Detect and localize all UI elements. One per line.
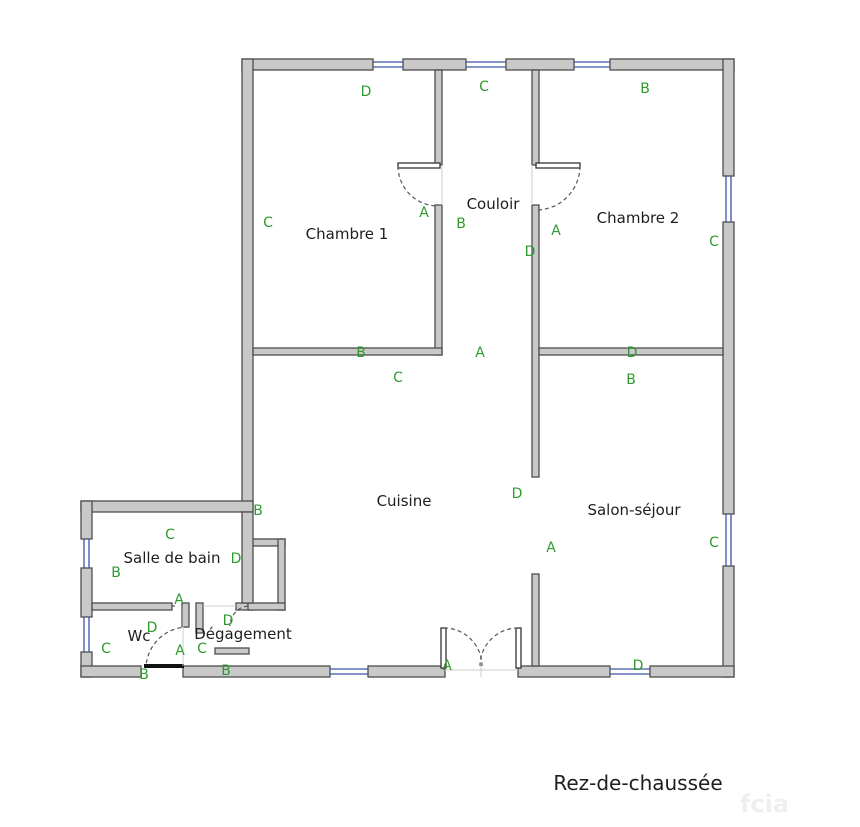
wall-letter-sdb-bottom: A xyxy=(174,592,184,608)
wall-bottom-3 xyxy=(367,665,446,678)
wall-letter-ch2-top: B xyxy=(640,81,650,97)
wall-letter-cuisine-top: C xyxy=(393,370,403,386)
wall-top-3 xyxy=(505,58,575,71)
wall-bottom-5 xyxy=(649,665,735,678)
wall-letter-sdb-top: C xyxy=(165,527,175,543)
room-label-chambre1: Chambre 1 xyxy=(306,225,389,243)
wall-sdb-right xyxy=(241,511,254,604)
door-wc-swing xyxy=(145,626,189,669)
wall-letter-ch2-right: C xyxy=(709,234,719,250)
wall-top-4 xyxy=(609,58,735,71)
wall-sdb-bottom xyxy=(91,602,173,611)
wall-annex-left-2 xyxy=(80,567,93,618)
room-label-salon: Salon-séjour xyxy=(587,501,681,519)
wall-closet-right xyxy=(277,538,286,611)
wall-letter-couloir-left: B xyxy=(456,216,466,232)
room-label-chambre2: Chambre 2 xyxy=(597,209,680,227)
exterior-walls xyxy=(80,58,735,678)
wall-closet-bottom xyxy=(247,602,286,611)
windows xyxy=(83,61,732,675)
room-label-salle-de-bain: Salle de bain xyxy=(124,549,221,567)
wall-letter-salon-left: A xyxy=(546,540,556,556)
wall-chambre2-left-lower xyxy=(531,204,540,478)
wall-chambre2-left-upper xyxy=(531,69,540,166)
wall-top-1 xyxy=(241,58,374,71)
interior-walls xyxy=(91,69,724,667)
wall-chambre1-right-upper xyxy=(434,69,443,166)
wall-letter-couloir-top: C xyxy=(479,79,489,95)
door-entrance-right-swing xyxy=(479,627,519,667)
wall-chambre2-bottom xyxy=(538,347,724,356)
wall-letter-ch2-bottom: D xyxy=(627,345,638,361)
wall-letter-cuisine-right: D xyxy=(512,486,523,502)
door-wc-leaf xyxy=(144,664,184,668)
room-label-wc: Wc xyxy=(127,627,150,645)
wall-bottom-4 xyxy=(517,665,611,678)
wall-letter-cuisine-bottom: A xyxy=(442,658,452,674)
door-chambre2-leaf xyxy=(535,162,581,169)
room-label-cuisine: Cuisine xyxy=(377,492,432,510)
wall-right-1 xyxy=(722,58,735,177)
doors xyxy=(144,162,581,677)
wall-deg-top xyxy=(195,602,204,634)
watermark: fcia xyxy=(740,790,789,818)
wall-top-2 xyxy=(402,58,467,71)
wall-letter-wc-left: C xyxy=(101,641,111,657)
room-label-couloir: Couloir xyxy=(467,195,521,213)
wall-letter-sdb-right: D xyxy=(231,551,242,567)
wall-bottom-2 xyxy=(182,665,331,678)
wall-letter-wc-right: A xyxy=(175,643,185,659)
wall-letters: D C A B C B D A B A C D C B D A B A C D … xyxy=(101,79,719,683)
door-chambre2-swing xyxy=(535,165,581,211)
wall-letter-ch1-bottom: B xyxy=(356,345,366,361)
wall-letter-wc-top: D xyxy=(147,620,158,636)
wall-annex-left-1 xyxy=(80,500,93,540)
wall-letter-wc-bottom: B xyxy=(139,667,149,683)
wall-chambre1-right-lower xyxy=(434,204,443,356)
wall-right-2 xyxy=(722,221,735,515)
wall-letter-couloir-bottom: A xyxy=(475,345,485,361)
wall-left-upper xyxy=(241,58,254,511)
wall-letter-ch1-right: A xyxy=(419,205,429,221)
door-closet-swing xyxy=(229,605,249,627)
wall-letter-sdb-left: B xyxy=(111,565,121,581)
wall-letter-ch2-left: A xyxy=(551,223,561,239)
door-chambre1-leaf xyxy=(397,162,441,169)
room-labels: Chambre 1 Couloir Chambre 2 Cuisine Salo… xyxy=(124,195,682,645)
wall-salon-left-lower xyxy=(531,573,540,667)
wall-letter-ch1-top: D xyxy=(361,84,372,100)
door-entrance-left-swing xyxy=(443,627,483,667)
wall-letter-couloir-right: D xyxy=(525,244,536,260)
room-label-degagement: Dégagement xyxy=(194,625,292,643)
wall-deg-bottom-stub xyxy=(214,647,250,655)
wall-right-3 xyxy=(722,565,735,678)
wall-letter-deg-top: D xyxy=(223,613,234,629)
wall-letter-deg-bottom: B xyxy=(221,663,231,679)
wall-letter-deg-left: C xyxy=(197,641,207,657)
wall-annex-top xyxy=(80,500,254,513)
door-chambre1-swing xyxy=(397,165,439,207)
wall-letter-salon-right: C xyxy=(709,535,719,551)
floor-caption: Rez-de-chaussée xyxy=(553,771,722,795)
wall-letter-cuisine-left: B xyxy=(253,503,263,519)
wall-letter-ch1-left: C xyxy=(263,215,273,231)
wall-bottom-1 xyxy=(80,665,142,678)
door-entrance-right-leaf xyxy=(515,627,522,669)
wall-letter-salon-bottom: D xyxy=(633,658,644,674)
wall-letter-salon-top: B xyxy=(626,372,636,388)
door-entrance-left-leaf xyxy=(440,627,447,669)
wall-chambre1-bottom xyxy=(252,347,443,356)
